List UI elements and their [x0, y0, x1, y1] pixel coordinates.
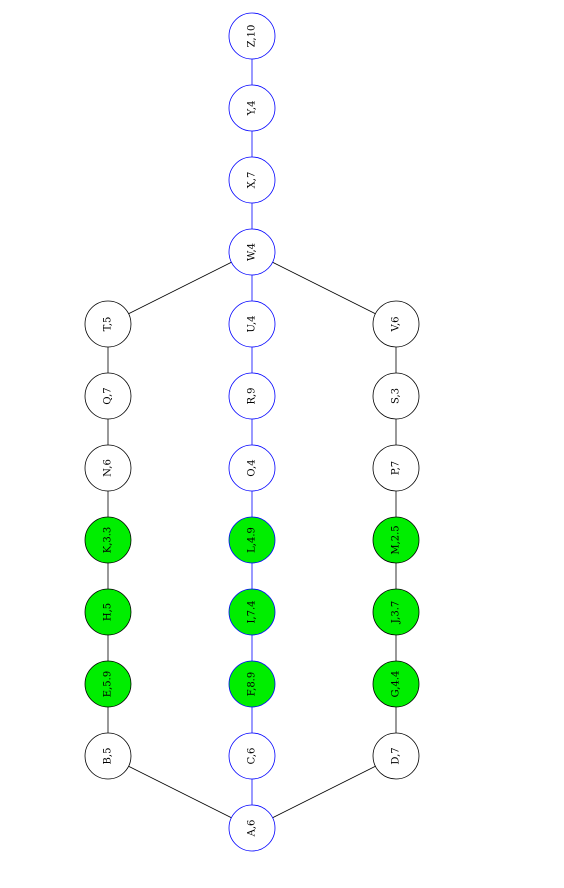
node-r: R,9	[228, 372, 276, 420]
node-label: E,5.9	[103, 671, 114, 697]
node-circle	[84, 372, 132, 420]
node-circle	[372, 588, 420, 636]
edge-t-w	[128, 261, 232, 315]
node-circle	[372, 516, 420, 564]
node-circle	[84, 300, 132, 348]
node-circle	[84, 660, 132, 708]
node-circle	[84, 516, 132, 564]
node-circle	[84, 588, 132, 636]
node-label: Q,7	[103, 387, 114, 404]
node-label: P,7	[391, 461, 402, 475]
node-label: L,4.9	[247, 527, 258, 553]
node-circle	[228, 804, 276, 852]
node-circle	[228, 516, 276, 564]
node-circle	[84, 444, 132, 492]
node-circle	[372, 660, 420, 708]
node-circle	[228, 732, 276, 780]
node-c: C,6	[228, 732, 276, 780]
node-o: O,4	[228, 444, 276, 492]
node-y: Y,4	[228, 84, 276, 132]
node-circle	[228, 444, 276, 492]
edges-layer	[107, 59, 397, 819]
node-e: E,5.9	[84, 660, 132, 708]
node-g: G,4.4	[372, 660, 420, 708]
node-s: S,3	[372, 372, 420, 420]
node-label: J,3.7	[391, 601, 402, 625]
node-label: M,2.5	[391, 525, 402, 554]
node-l: L,4.9	[228, 516, 276, 564]
node-label: V,6	[391, 316, 402, 332]
node-label: X,7	[247, 172, 258, 189]
node-label: B,5	[103, 748, 114, 765]
node-j: J,3.7	[372, 588, 420, 636]
node-label: S,3	[391, 388, 402, 404]
node-label: G,4.4	[391, 671, 402, 698]
node-z: Z,10	[228, 12, 276, 60]
edge-a-b	[128, 765, 232, 819]
node-circle	[228, 12, 276, 60]
node-circle	[228, 660, 276, 708]
node-d: D,7	[372, 732, 420, 780]
node-label: K,3.3	[103, 527, 114, 554]
node-label: O,4	[247, 459, 258, 476]
node-label: I,7.4	[247, 600, 258, 623]
node-circle	[372, 732, 420, 780]
edge-v-w	[272, 261, 376, 315]
node-m: M,2.5	[372, 516, 420, 564]
node-p: P,7	[372, 444, 420, 492]
node-a: A,6	[228, 804, 276, 852]
node-t: T,5	[84, 300, 132, 348]
node-b: B,5	[84, 732, 132, 780]
node-circle	[372, 444, 420, 492]
node-label: T,5	[103, 317, 114, 332]
node-circle	[228, 588, 276, 636]
node-label: U,4	[247, 315, 258, 332]
node-label: R,9	[247, 387, 258, 404]
node-label: C,6	[247, 748, 258, 765]
node-label: A,6	[247, 820, 258, 838]
node-i: I,7.4	[228, 588, 276, 636]
node-label: H,5	[103, 603, 114, 621]
node-circle	[372, 372, 420, 420]
node-label: Z,10	[247, 25, 258, 48]
node-circle	[228, 84, 276, 132]
node-v: V,6	[372, 300, 420, 348]
node-circle	[228, 300, 276, 348]
nodes-layer: A,6 B,5 C,6 D,7 E,5.9 F,8.9 G,4.4 H,5 I,7.4 J,3.7…	[84, 12, 420, 852]
node-circle	[228, 228, 276, 276]
node-circle	[228, 372, 276, 420]
node-f: F,8.9	[228, 660, 276, 708]
node-label: Y,4	[247, 101, 258, 117]
node-circle	[228, 156, 276, 204]
node-w: W,4	[228, 228, 276, 276]
node-label: D,7	[391, 747, 402, 764]
edge-a-d	[272, 765, 376, 819]
node-label: N,6	[103, 459, 114, 477]
node-q: Q,7	[84, 372, 132, 420]
node-x: X,7	[228, 156, 276, 204]
node-circle	[84, 732, 132, 780]
node-k: K,3.3	[84, 516, 132, 564]
node-n: N,6	[84, 444, 132, 492]
node-u: U,4	[228, 300, 276, 348]
node-label: F,8.9	[247, 672, 258, 696]
node-h: H,5	[84, 588, 132, 636]
node-label: W,4	[247, 243, 258, 261]
node-circle	[372, 300, 420, 348]
